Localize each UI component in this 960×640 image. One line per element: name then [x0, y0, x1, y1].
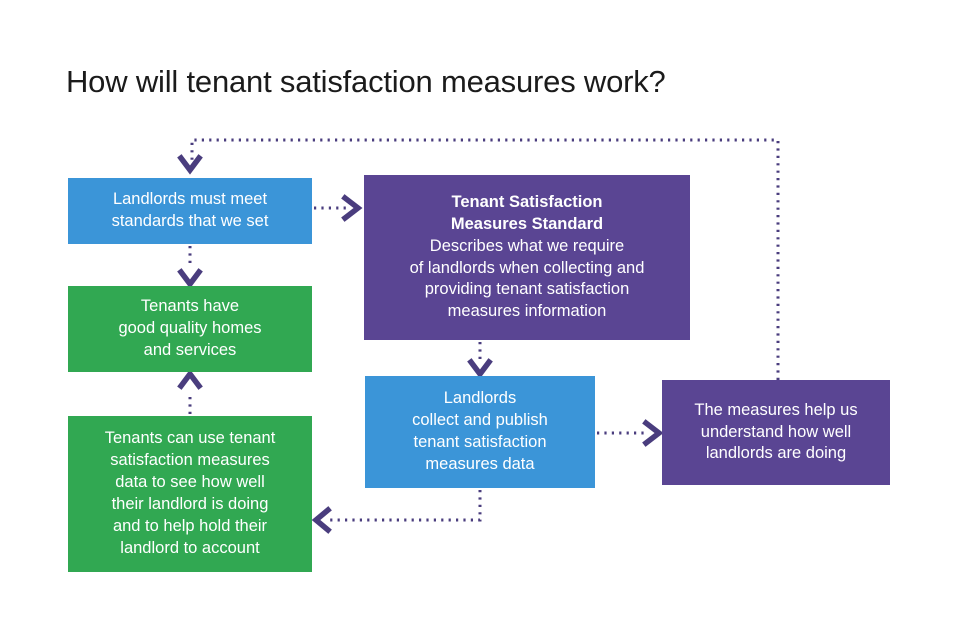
node-tenants-have-good-quality-homes[interactable]: Tenants have good quality homes and serv…	[68, 286, 312, 372]
connector-collect-to-tenants-use	[330, 490, 482, 522]
node-line: tenant satisfaction	[413, 433, 547, 451]
arrowhead-down-into-standards	[177, 154, 203, 175]
node-line: understand how well	[700, 422, 852, 441]
node-line: Tenants have	[140, 297, 240, 316]
node-tenants-can-use-tenant-satisfaction-measures[interactable]: Tenants can use tenant satisfaction meas…	[68, 416, 312, 572]
node-line: and services	[143, 340, 237, 359]
arrowhead-down-into-collect	[467, 358, 493, 379]
node-line: satisfaction measures	[110, 451, 270, 470]
node-line: and to help hold their	[112, 516, 268, 535]
arrowhead-left-into-tenants-use	[311, 506, 332, 534]
node-tenant-satisfaction-measures-standard[interactable]: Tenant Satisfaction Measures Standard De…	[364, 175, 690, 340]
node-line: of landlords when collecting and	[409, 258, 645, 277]
node-line-heading: Tenant Satisfaction	[451, 192, 603, 211]
node-line: data to see how well	[115, 473, 265, 492]
node-line-heading: Measures Standard	[450, 214, 604, 233]
node-line: Describes what we require	[429, 236, 625, 255]
node-line: their landlord is doing	[111, 495, 269, 513]
node-landlords-must-meet-standards[interactable]: Landlords must meet standards that we se…	[68, 178, 312, 244]
node-line: measures data	[425, 454, 535, 473]
node-line: Landlords must meet	[112, 190, 268, 209]
node-landlords-collect-and-publish[interactable]: Landlords collect and publish tenant sat…	[365, 376, 595, 488]
node-line: standards that we set	[111, 212, 269, 230]
arrowhead-right-into-tsm	[341, 194, 363, 222]
arrowhead-up-into-homes	[177, 369, 203, 390]
arrowhead-down-into-homes	[177, 268, 203, 289]
node-line: providing tenant satisfaction	[424, 280, 630, 299]
node-the-measures-help-us-understand[interactable]: The measures help us understand how well…	[662, 380, 890, 485]
node-line: good quality homes	[118, 319, 262, 338]
node-line: landlords are doing	[705, 444, 847, 463]
node-line: collect and publish	[412, 411, 548, 430]
node-line: landlord to account	[120, 538, 260, 557]
node-line: Landlords	[443, 389, 517, 408]
arrowhead-right-into-measures-help	[642, 419, 664, 447]
node-line: measures information	[447, 302, 607, 321]
node-line: The measures help us	[694, 400, 858, 419]
page-title: How will tenant satisfaction measures wo…	[66, 64, 666, 99]
node-line: Tenants can use tenant	[104, 429, 276, 448]
